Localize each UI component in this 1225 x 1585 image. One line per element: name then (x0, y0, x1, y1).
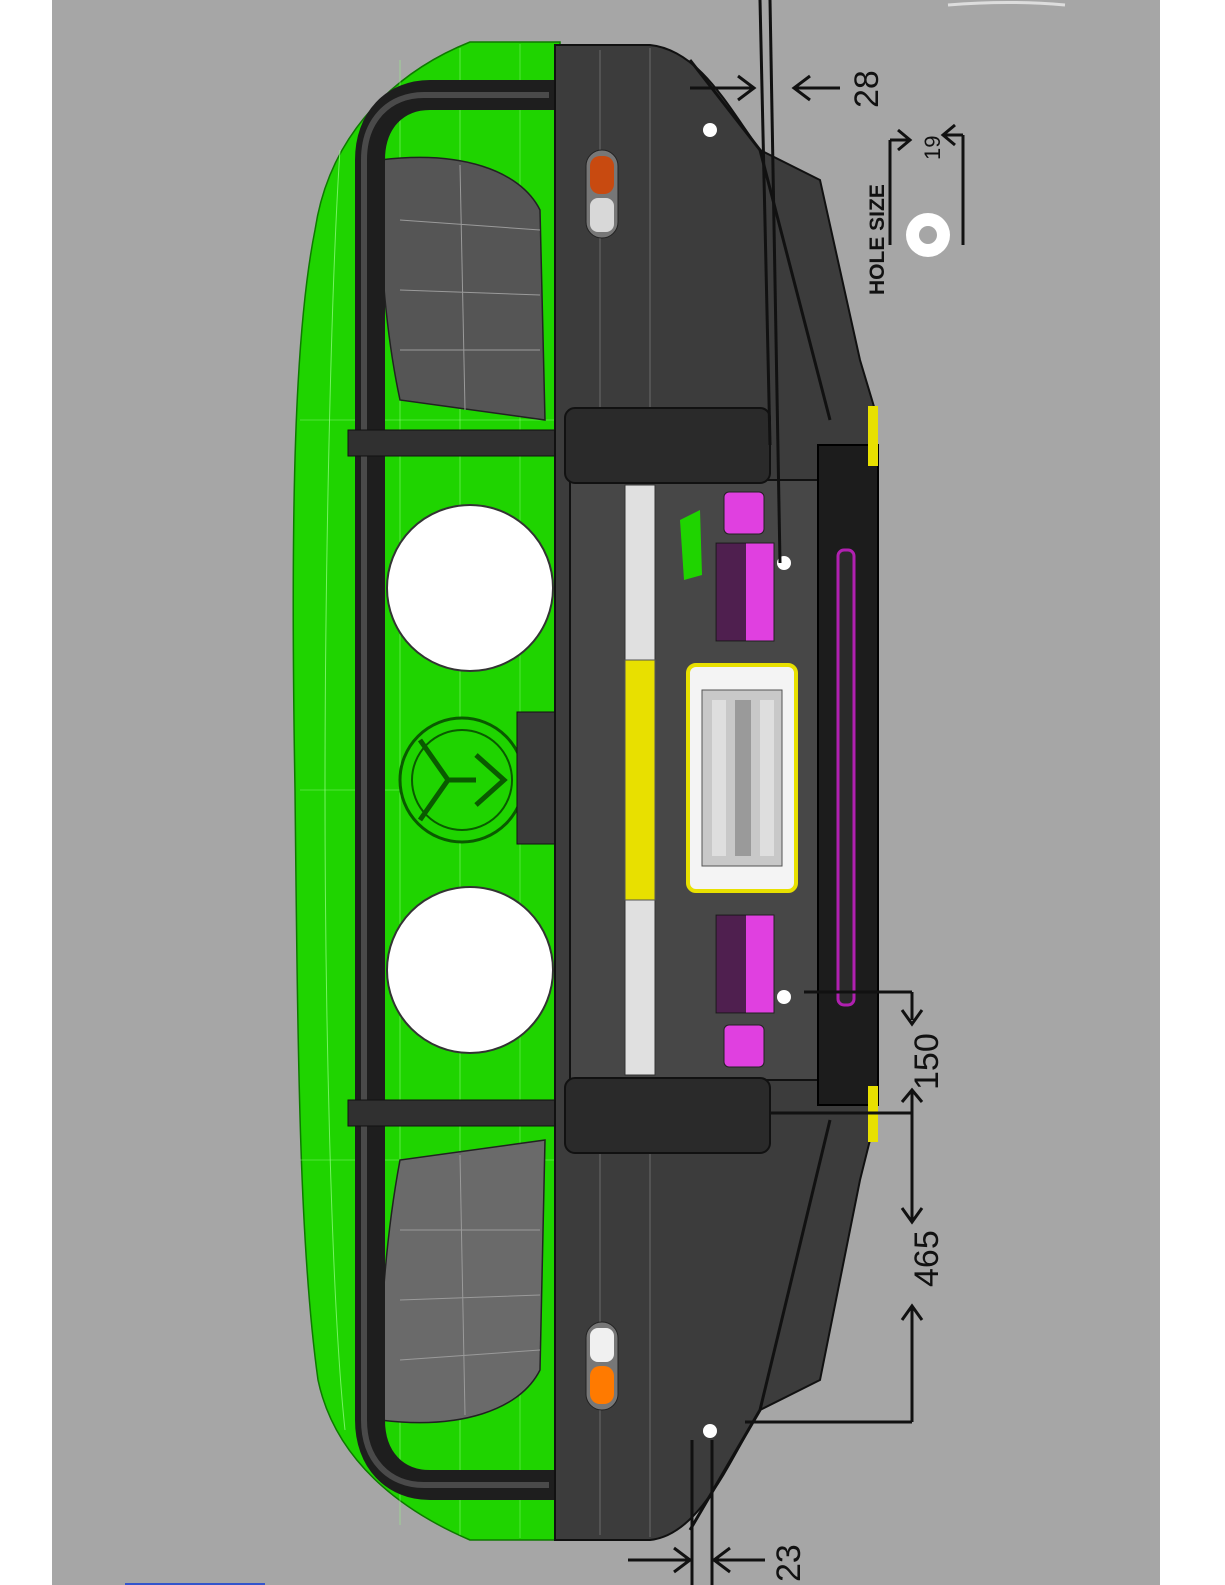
upright-mount-bottom (565, 1078, 770, 1153)
bar-support-bottom (348, 1100, 563, 1126)
vw-logo-icon (400, 718, 524, 842)
winch-drum-icon (688, 665, 796, 891)
upright-mount-top (565, 408, 770, 483)
dim-hole-size-value: 19 (920, 136, 945, 160)
winch-plate (625, 660, 655, 900)
dim-top-spacing: 28 (848, 70, 886, 108)
driving-light-top (387, 505, 553, 671)
bar-support-top (348, 430, 563, 456)
dim-hole-size-label: HOLE SIZE (866, 184, 889, 295)
dim-mount-offset: 150 (908, 1033, 946, 1090)
hole-lower (777, 990, 791, 1004)
dim-mount-span: 465 (908, 1230, 946, 1287)
tab-top (868, 406, 878, 466)
lip-magenta-strip (838, 550, 854, 1005)
hole-bottom-corner (703, 1424, 717, 1438)
ring-icon (906, 213, 950, 257)
dim-bottom-spacing: 23 (770, 1544, 808, 1582)
hole-top-corner (703, 123, 717, 137)
driving-light-bottom (387, 887, 553, 1053)
